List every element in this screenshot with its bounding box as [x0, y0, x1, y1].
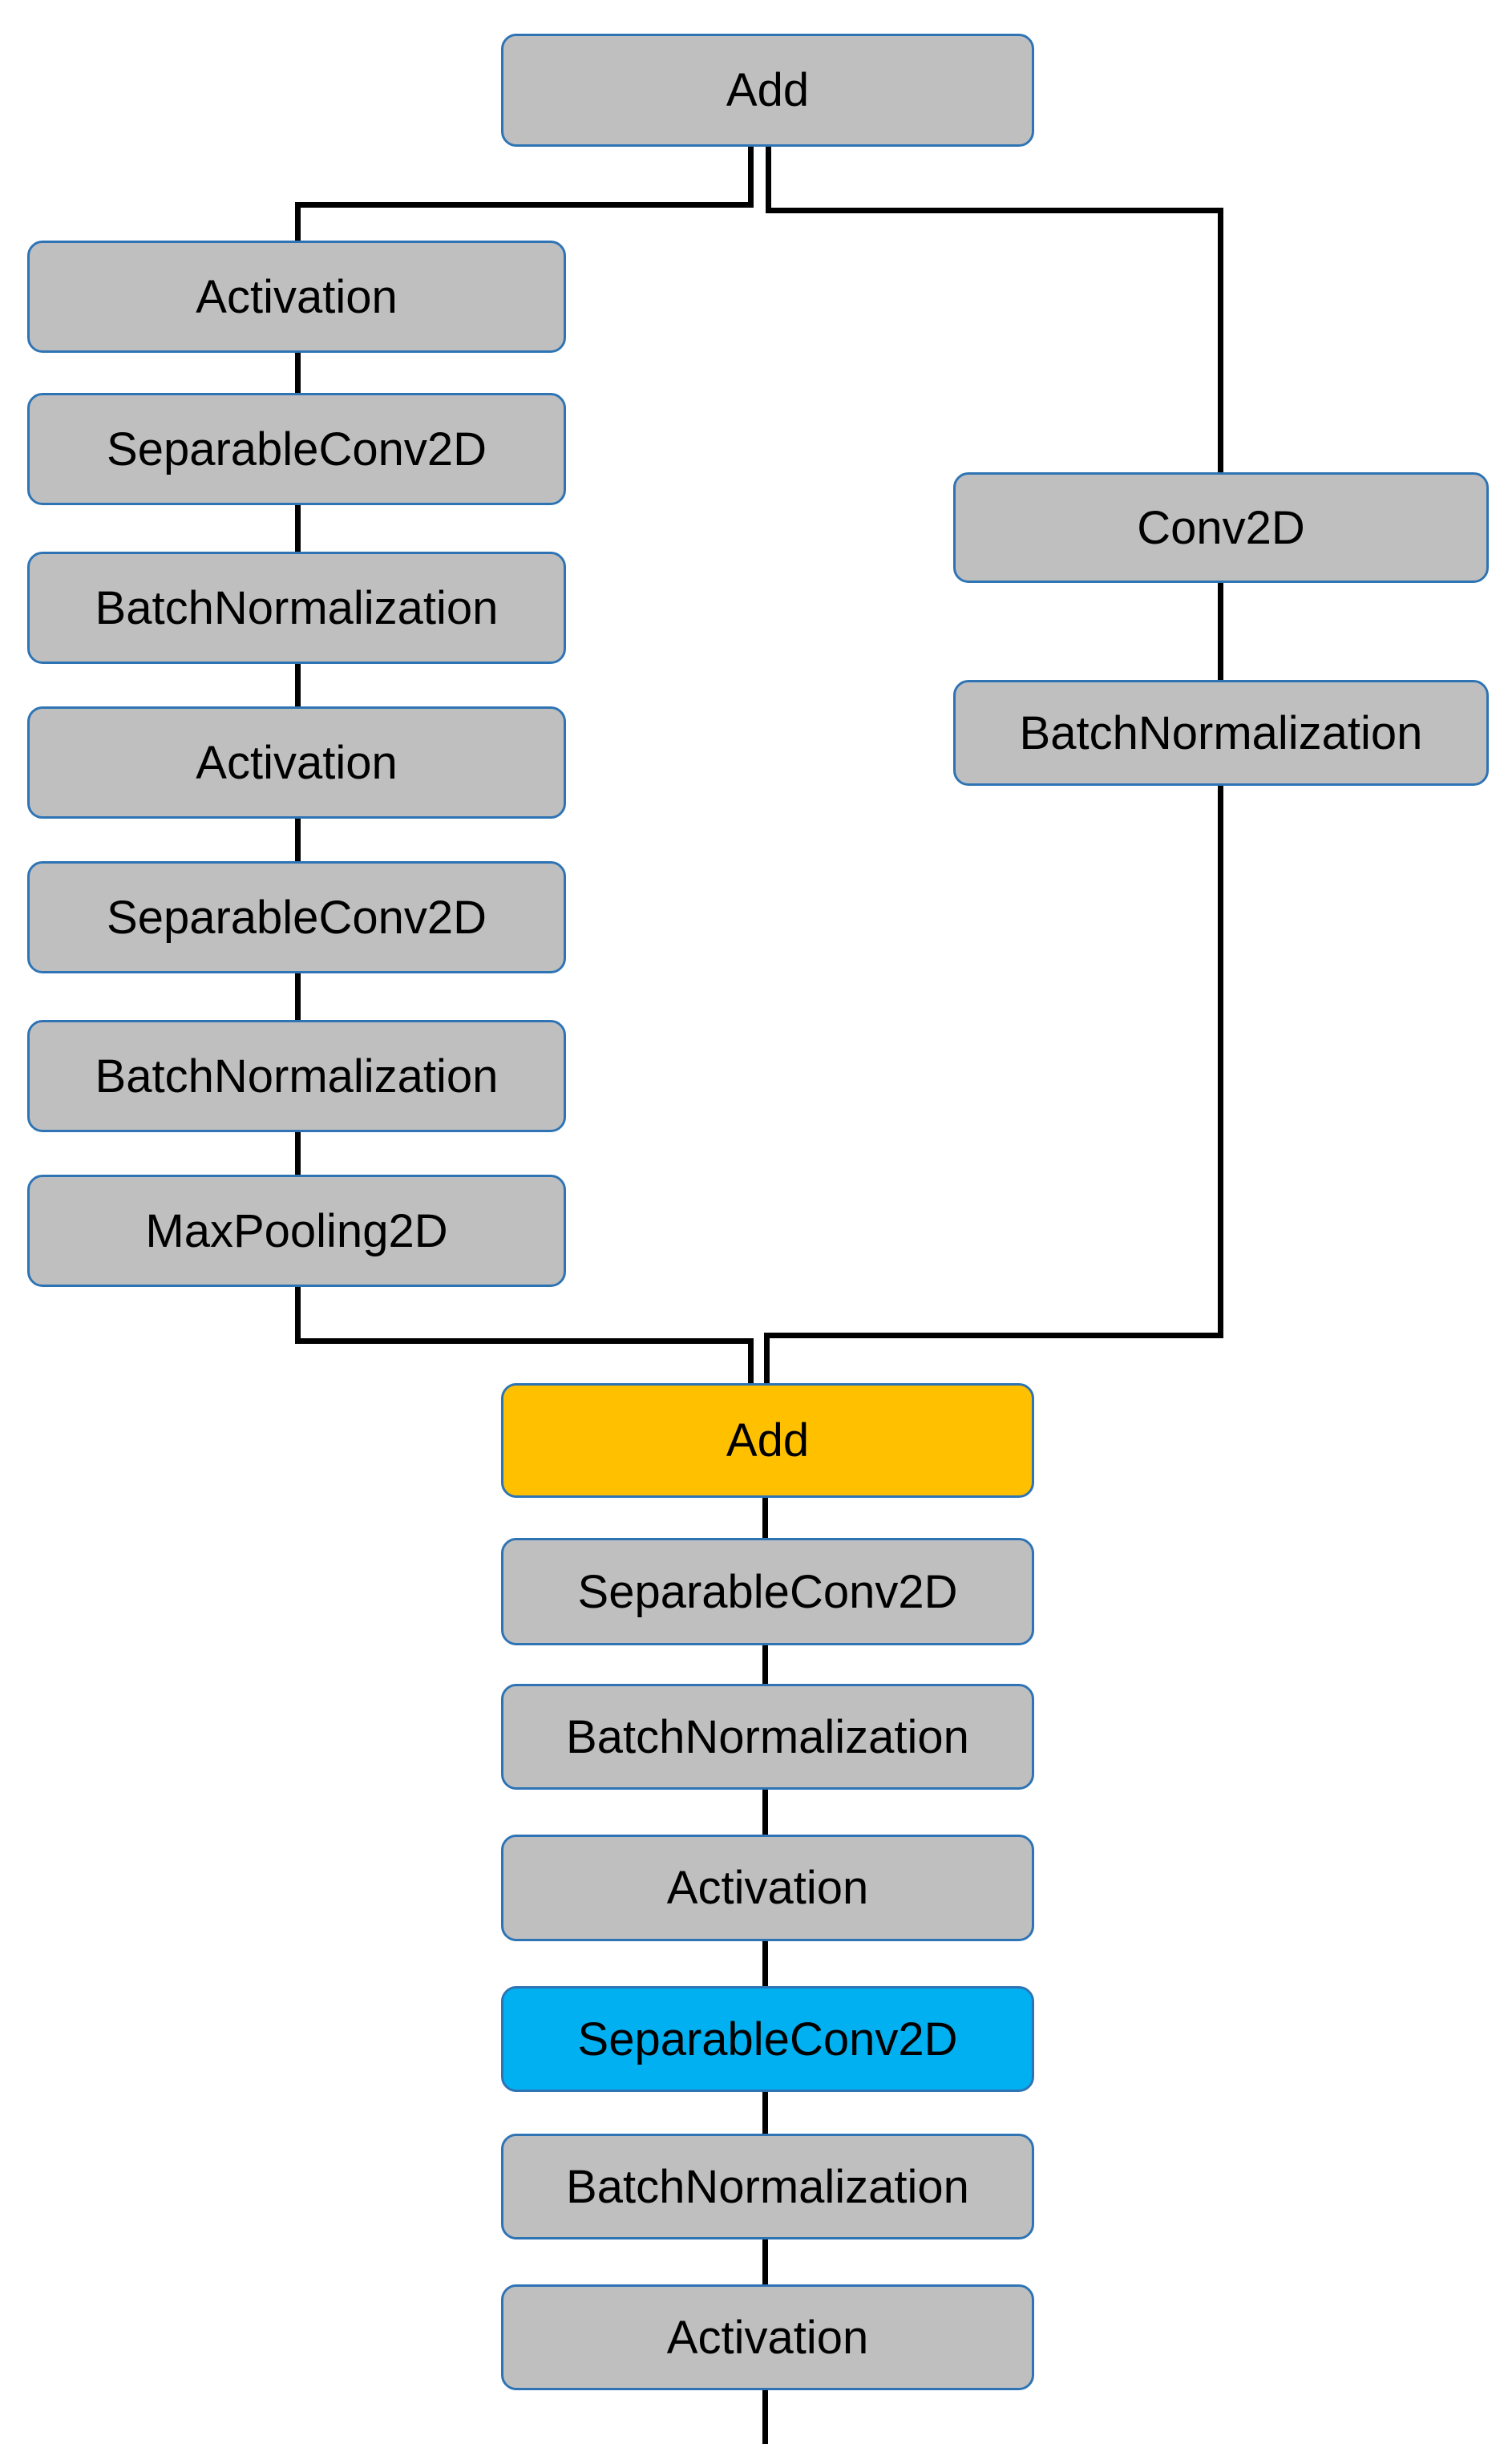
connector-line — [295, 505, 301, 555]
connector-line — [748, 1338, 754, 1383]
node-batchnormalization-4: BatchNormalization — [501, 2134, 1034, 2239]
connector-line — [295, 1132, 301, 1178]
connector-line — [295, 819, 301, 864]
connector-line — [762, 2390, 768, 2444]
node-separableconv2d-1: SeparableConv2D — [27, 393, 566, 505]
connector-line — [1218, 583, 1223, 683]
connector-line — [762, 1941, 768, 1990]
node-activation-1: Activation — [27, 241, 566, 353]
connector-line — [748, 147, 754, 208]
node-conv2d: Conv2D — [953, 472, 1489, 583]
connector-line — [295, 353, 301, 396]
connector-line — [1218, 786, 1223, 1338]
connector-line — [295, 973, 301, 1023]
connector-line — [764, 1333, 770, 1383]
connector-line — [762, 1790, 768, 1839]
node-add-top: Add — [501, 34, 1034, 147]
node-separableconv2d-3: SeparableConv2D — [501, 1538, 1034, 1645]
node-activation-3: Activation — [501, 1835, 1034, 1941]
node-batchnormalization-2: BatchNormalization — [27, 1020, 566, 1132]
node-maxpooling2d: MaxPooling2D — [27, 1175, 566, 1287]
connector-line — [762, 2239, 768, 2288]
node-separableconv2d-2: SeparableConv2D — [27, 861, 566, 973]
connector-line — [766, 147, 771, 213]
connector-line — [762, 1645, 768, 1688]
node-batchnormalization-skip: BatchNormalization — [953, 680, 1489, 786]
connector-line — [295, 202, 301, 244]
connector-line — [1218, 208, 1223, 475]
connector-line — [295, 1287, 301, 1344]
node-add-merge: Add — [501, 1383, 1034, 1498]
connector-line — [762, 1498, 768, 1542]
node-activation-2: Activation — [27, 706, 566, 819]
connector-line — [766, 208, 1223, 213]
node-batchnormalization-1: BatchNormalization — [27, 552, 566, 664]
node-activation-4: Activation — [501, 2284, 1034, 2390]
connector-line — [295, 664, 301, 710]
connector-line — [295, 1338, 754, 1344]
connector-line — [295, 202, 754, 208]
node-batchnormalization-3: BatchNormalization — [501, 1684, 1034, 1790]
connector-line — [762, 2092, 768, 2138]
node-separableconv2d-4: SeparableConv2D — [501, 1986, 1034, 2092]
connector-line — [764, 1333, 1223, 1338]
